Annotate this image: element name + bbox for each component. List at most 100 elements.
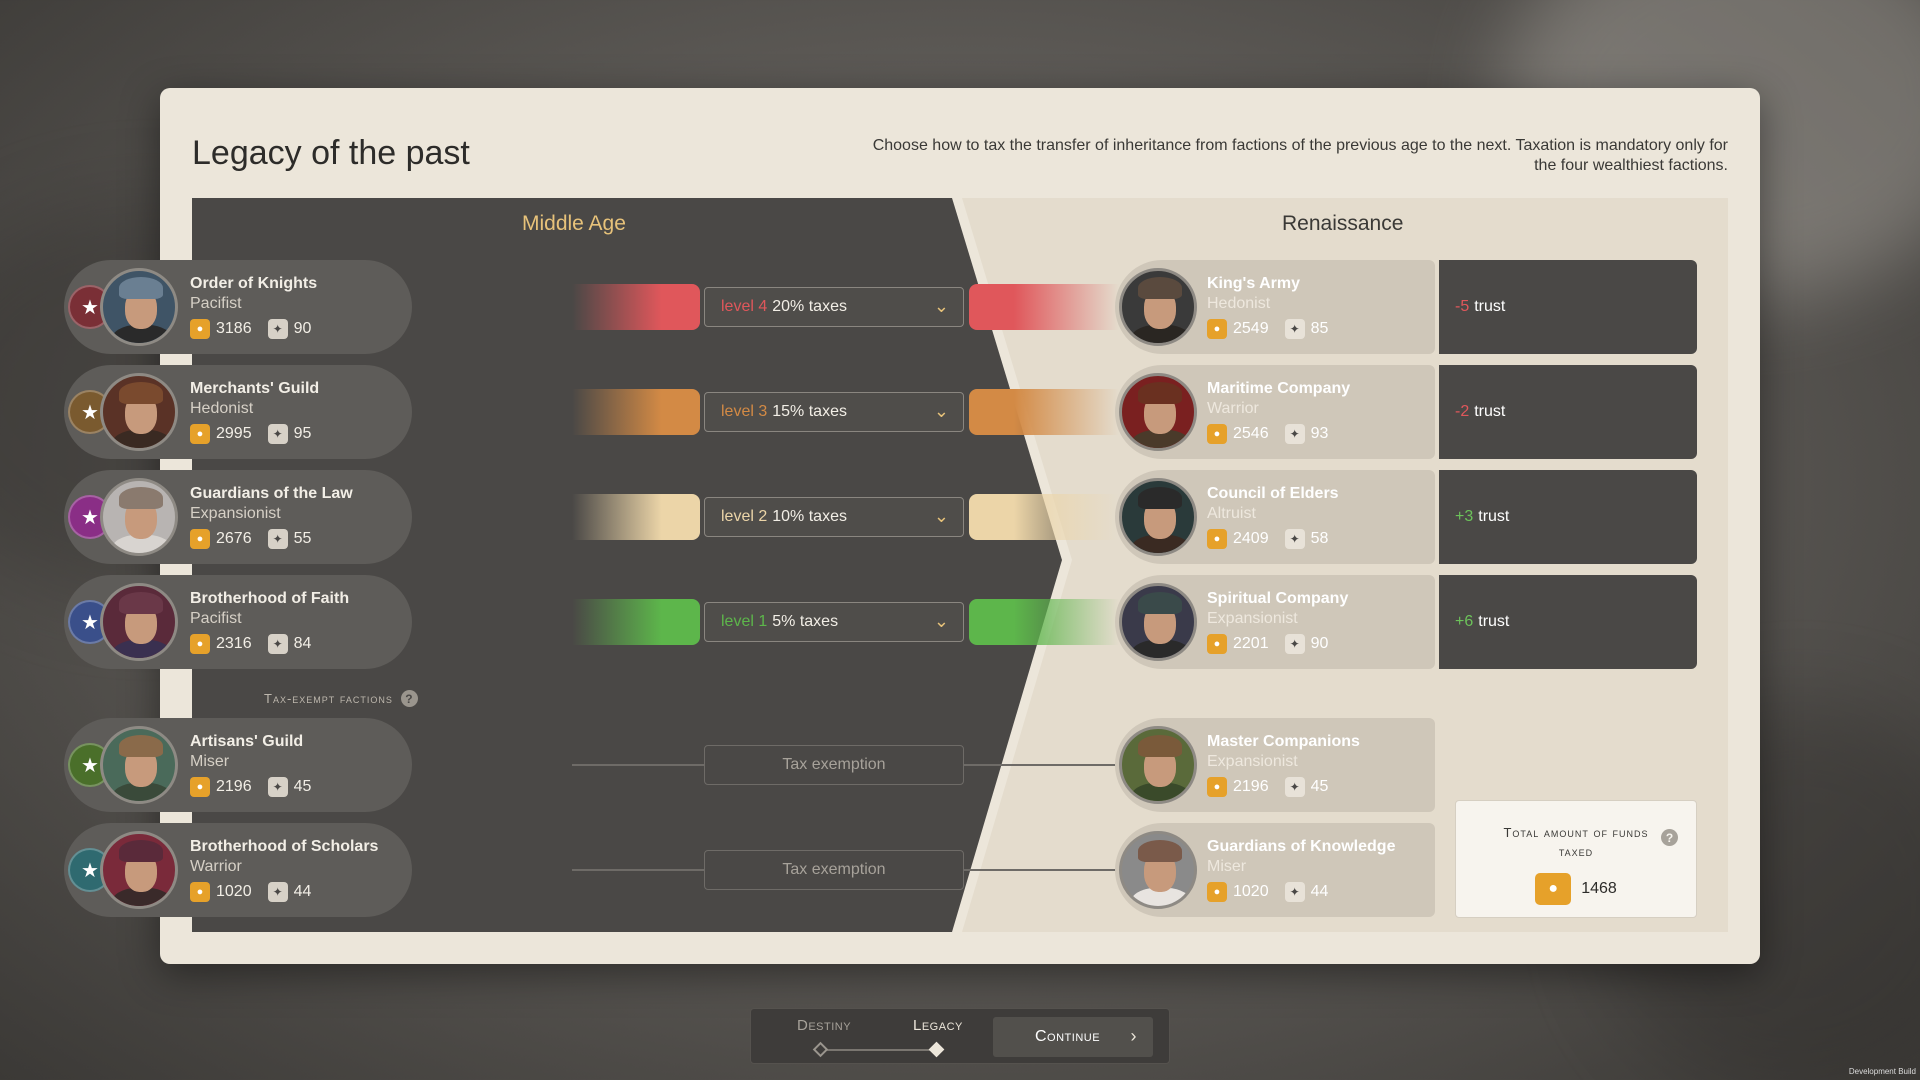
- faction-portrait: [1119, 831, 1197, 909]
- influence-icon: ✦: [267, 882, 288, 902]
- total-taxed-box: Total amount of funds taxed ? ● 1468: [1455, 800, 1697, 918]
- tax-level-dropdown[interactable]: level 4 20% taxes ⌄: [704, 287, 964, 327]
- middle-age-faction-card[interactable]: ★ Artisans' Guild Miser ● 2196 ✦ 45: [64, 718, 412, 812]
- faction-gold: 2316: [216, 635, 252, 652]
- coin-icon: ●: [1207, 319, 1227, 339]
- step-destiny[interactable]: Destiny: [797, 1017, 852, 1034]
- tax-level: level 1: [721, 613, 768, 630]
- tax-rate: 5% taxes: [772, 613, 839, 630]
- connector-line: [572, 764, 704, 766]
- trust-change: -5 trust: [1439, 260, 1697, 354]
- trust-change: +3 trust: [1439, 470, 1697, 564]
- faction-name: Master Companions: [1207, 733, 1360, 750]
- total-taxed-label: Total amount of funds taxed: [1503, 825, 1649, 859]
- faction-portrait: [1119, 268, 1197, 346]
- step-track: [821, 1049, 939, 1051]
- faction-influence: 84: [293, 635, 312, 652]
- help-icon[interactable]: ?: [1661, 829, 1678, 846]
- middle-age-faction-card[interactable]: ★ Merchants' Guild Hedonist ● 2995 ✦ 95: [64, 365, 412, 459]
- renaissance-faction-card[interactable]: King's Army Hedonist ● 2549 ✦ 85: [1115, 260, 1435, 354]
- faction-portrait: [1119, 583, 1197, 661]
- influence-icon: ✦: [267, 424, 288, 444]
- middle-age-header: Middle Age: [522, 212, 626, 235]
- tax-level-bar: [969, 389, 1119, 435]
- faction-type: Miser: [1207, 858, 1247, 875]
- middle-age-faction-card[interactable]: ★ Brotherhood of Faith Pacifist ● 2316 ✦…: [64, 575, 412, 669]
- faction-type: Pacifist: [190, 610, 242, 627]
- tax-level-bar: [572, 494, 700, 540]
- tax-level-bar: [969, 284, 1119, 330]
- chevron-down-icon: ⌄: [933, 506, 949, 526]
- tax-rate: 10% taxes: [772, 508, 847, 525]
- tax-exemption-box: Tax exemption: [704, 850, 964, 890]
- faction-gold: 2196: [216, 778, 252, 795]
- tax-level-dropdown[interactable]: level 2 10% taxes ⌄: [704, 497, 964, 537]
- faction-gold: 2196: [1233, 778, 1269, 795]
- faction-influence: 44: [1310, 883, 1329, 900]
- faction-portrait: [100, 726, 178, 804]
- renaissance-faction-card[interactable]: Spiritual Company Expansionist ● 2201 ✦ …: [1115, 575, 1435, 669]
- faction-portrait: [100, 583, 178, 661]
- tax-level-dropdown[interactable]: level 1 5% taxes ⌄: [704, 602, 964, 642]
- renaissance-faction-card[interactable]: Maritime Company Warrior ● 2546 ✦ 93: [1115, 365, 1435, 459]
- trust-value: -2: [1455, 403, 1470, 420]
- tax-exempt-label: Tax-exempt factions ?: [264, 690, 418, 707]
- coin-icon: ●: [1207, 634, 1227, 654]
- coin-icon: ●: [190, 634, 210, 654]
- step-legacy[interactable]: Legacy: [913, 1017, 963, 1034]
- chevron-down-icon: ⌄: [933, 296, 949, 316]
- connector-line: [572, 869, 704, 871]
- tax-exemption-box: Tax exemption: [704, 745, 964, 785]
- faction-portrait: [1119, 478, 1197, 556]
- coin-icon: ●: [1207, 424, 1227, 444]
- faction-type: Expansionist: [1207, 610, 1298, 627]
- faction-name: Brotherhood of Faith: [190, 590, 350, 607]
- faction-influence: 93: [1310, 425, 1329, 442]
- faction-type: Expansionist: [1207, 753, 1298, 770]
- middle-age-faction-card[interactable]: ★ Guardians of the Law Expansionist ● 26…: [64, 470, 412, 564]
- faction-influence: 95: [293, 425, 312, 442]
- diamond-icon: [928, 1041, 945, 1058]
- faction-type: Miser: [190, 753, 230, 770]
- connector-line: [964, 869, 1119, 871]
- renaissance-faction-card[interactable]: Guardians of Knowledge Miser ● 1020 ✦ 44: [1115, 823, 1435, 917]
- page-title: Legacy of the past: [192, 134, 470, 172]
- tax-rate: 15% taxes: [772, 403, 847, 420]
- connector-line: [964, 764, 1119, 766]
- influence-icon: ✦: [1284, 319, 1305, 339]
- coin-icon: ●: [190, 882, 210, 902]
- faction-name: Guardians of the Law: [190, 485, 353, 502]
- help-icon[interactable]: ?: [400, 690, 418, 707]
- coin-icon: ●: [190, 529, 210, 549]
- tax-level: level 3: [721, 403, 768, 420]
- step-navigation: Destiny Legacy Continue ›: [750, 1008, 1170, 1064]
- trust-label: trust: [1474, 403, 1506, 420]
- faction-portrait: [100, 268, 178, 346]
- page-description: Choose how to tax the transfer of inheri…: [872, 137, 1728, 174]
- faction-influence: 90: [293, 320, 312, 337]
- influence-icon: ✦: [267, 777, 288, 797]
- middle-age-faction-card[interactable]: ★ Brotherhood of Scholars Warrior ● 1020…: [64, 823, 412, 917]
- faction-gold: 2549: [1233, 320, 1269, 337]
- coin-icon: ●: [190, 424, 210, 444]
- total-taxed-value: 1468: [1581, 880, 1617, 897]
- faction-type: Hedonist: [190, 400, 254, 417]
- tax-level-dropdown[interactable]: level 3 15% taxes ⌄: [704, 392, 964, 432]
- continue-button[interactable]: Continue ›: [993, 1017, 1153, 1057]
- coin-icon: ●: [1535, 873, 1572, 905]
- chevron-down-icon: ⌄: [933, 401, 949, 421]
- faction-gold: 2676: [216, 530, 252, 547]
- faction-type: Warrior: [190, 858, 242, 875]
- renaissance-faction-card[interactable]: Council of Elders Altruist ● 2409 ✦ 58: [1115, 470, 1435, 564]
- tax-level-bar: [572, 389, 700, 435]
- middle-age-faction-card[interactable]: ★ Order of Knights Pacifist ● 3186 ✦ 90: [64, 260, 412, 354]
- renaissance-faction-card[interactable]: Master Companions Expansionist ● 2196 ✦ …: [1115, 718, 1435, 812]
- influence-icon: ✦: [1284, 777, 1305, 797]
- faction-type: Expansionist: [190, 505, 281, 522]
- chevron-down-icon: ⌄: [933, 611, 949, 631]
- faction-type: Pacifist: [190, 295, 242, 312]
- renaissance-header: Renaissance: [1282, 212, 1404, 235]
- faction-portrait: [1119, 373, 1197, 451]
- faction-name: King's Army: [1207, 275, 1301, 292]
- tax-level-bar: [572, 599, 700, 645]
